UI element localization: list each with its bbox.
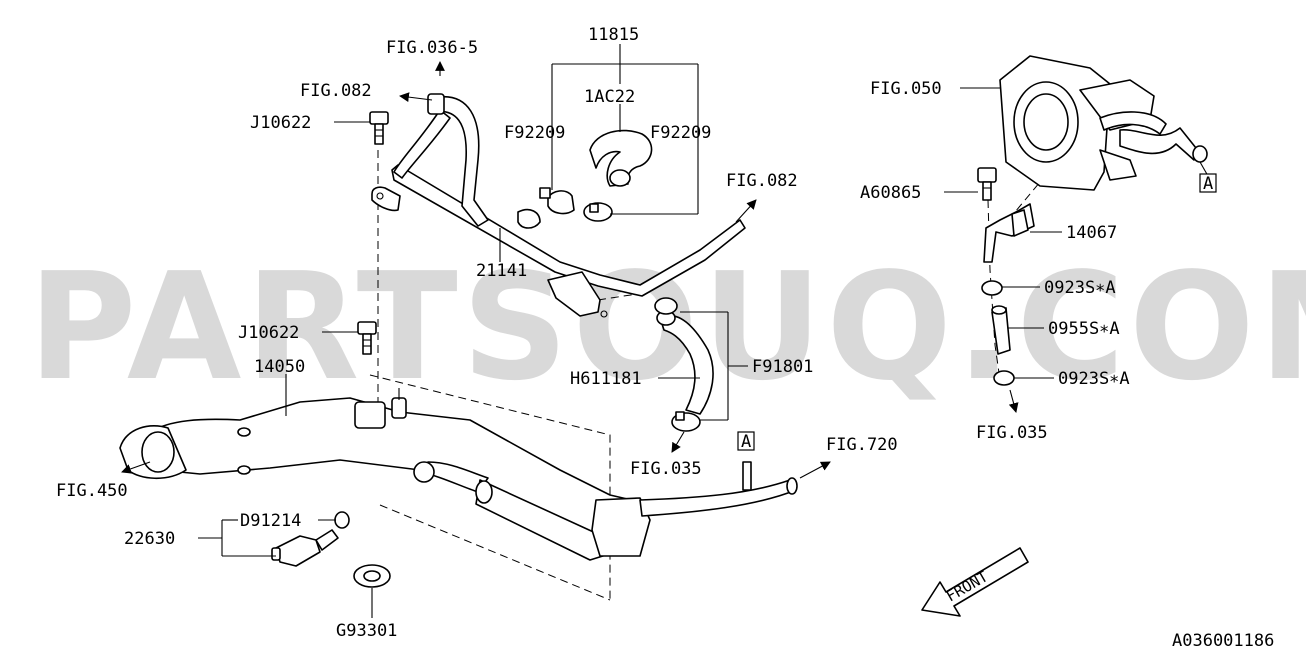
label-f92209-right[interactable]: F92209 xyxy=(650,123,711,143)
hose-1ac22[interactable] xyxy=(589,129,653,187)
sensor-22630[interactable] xyxy=(271,529,339,567)
label-j10622-mid[interactable]: J10622 xyxy=(238,323,299,343)
front-indicator: FRONT xyxy=(921,547,1029,617)
ref-marker-left-text: A xyxy=(741,432,751,452)
label-f91801[interactable]: F91801 xyxy=(752,357,813,377)
label-d91214[interactable]: D91214 xyxy=(240,511,301,531)
clamp-f92209-right[interactable] xyxy=(583,202,613,222)
water-pipe-21141[interactable] xyxy=(371,164,746,318)
label-f92209-left[interactable]: F92209 xyxy=(504,123,565,143)
bolt-a60865[interactable] xyxy=(977,167,997,201)
ref-marker-left: A xyxy=(737,431,755,452)
clamp-f91801-bottom[interactable] xyxy=(671,411,701,432)
label-14050[interactable]: 14050 xyxy=(254,357,305,377)
label-0923s-a-top[interactable]: 0923S∗A xyxy=(1044,278,1116,298)
label-fig082-right[interactable]: FIG.082 xyxy=(726,171,798,191)
bolt-j10622-mid[interactable] xyxy=(357,321,377,355)
part-labels: FIG.036-5 FIG.082 J10622 11815 1AC22 F92… xyxy=(56,25,1274,651)
label-0955s-a[interactable]: 0955S∗A xyxy=(1048,319,1120,339)
bolt-j10622-top[interactable] xyxy=(369,111,389,145)
label-11815[interactable]: 11815 xyxy=(588,25,639,45)
pipe-14067[interactable] xyxy=(983,203,1035,263)
label-h611181[interactable]: H611181 xyxy=(570,369,642,389)
throttle-body-fig050 xyxy=(999,55,1208,191)
ref-marker-right: A xyxy=(1199,173,1217,194)
water-pipe-14050[interactable] xyxy=(119,388,651,561)
figure-code: A036001186 xyxy=(1172,631,1274,651)
label-14067[interactable]: 14067 xyxy=(1066,223,1117,243)
clamp-f92209-left[interactable] xyxy=(539,187,575,215)
clamp-0923s-top[interactable] xyxy=(981,280,1003,296)
label-0923s-a-bottom[interactable]: 0923S∗A xyxy=(1058,369,1130,389)
label-22630[interactable]: 22630 xyxy=(124,529,175,549)
label-fig035-right[interactable]: FIG.035 xyxy=(976,423,1048,443)
hose-0955s[interactable] xyxy=(991,305,1011,355)
label-fig036-5[interactable]: FIG.036-5 xyxy=(386,38,478,58)
label-j10622-top[interactable]: J10622 xyxy=(250,113,311,133)
washer-d91214[interactable] xyxy=(334,511,350,529)
clamp-0923s-bottom[interactable] xyxy=(993,370,1015,386)
label-a60865[interactable]: A60865 xyxy=(860,183,921,203)
label-g93301[interactable]: G93301 xyxy=(336,621,397,641)
hose-h611181[interactable] xyxy=(656,310,714,415)
label-fig035-mid[interactable]: FIG.035 xyxy=(630,459,702,479)
clamp-f91801-top[interactable] xyxy=(654,297,678,315)
label-fig082-top[interactable]: FIG.082 xyxy=(300,81,372,101)
label-fig450[interactable]: FIG.450 xyxy=(56,481,128,501)
label-fig050[interactable]: FIG.050 xyxy=(870,79,942,99)
upper-hose xyxy=(393,93,541,229)
outlet-hose-fig720 xyxy=(639,461,831,517)
front-indicator-text: FRONT xyxy=(943,567,991,605)
label-21141[interactable]: 21141 xyxy=(476,261,527,281)
gasket-g93301[interactable] xyxy=(353,564,391,588)
label-1ac22[interactable]: 1AC22 xyxy=(584,87,635,107)
ref-marker-right-text: A xyxy=(1203,174,1213,194)
label-fig720[interactable]: FIG.720 xyxy=(826,435,898,455)
